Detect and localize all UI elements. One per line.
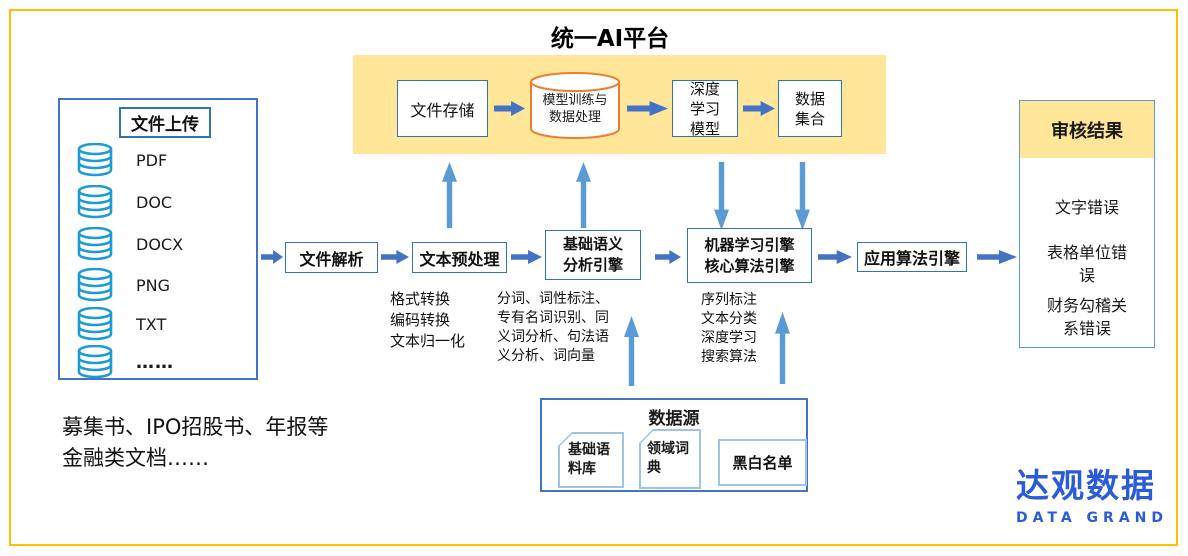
node-file-storage: 文件存储 [397,80,488,137]
logo-en-text: DATA GRAND [1016,510,1168,526]
upload-item-label: …… [136,351,174,373]
node-data-set: 数据集合 [778,80,842,137]
datagrand-logo: 达观数据 DATA GRAND [1016,459,1176,526]
node-file-parsing-label: 文件解析 [299,249,364,269]
node-file-storage-label: 文件存储 [410,100,475,120]
upload-item-label: PDF [136,150,168,170]
result-item-financial-errors: 财务勾稽关系错误 [1046,296,1127,338]
node-text-preprocess-label: 文本预处理 [419,249,500,269]
upload-item-label: PNG [136,275,171,295]
node-applied-engine: 应用算法引擎 [857,242,967,272]
note-preprocess: 格式转换 编码转换 文本归一化 [390,290,466,350]
database-icon [77,268,113,302]
note-semantic: 分词、词性标注、专有名词识别、同义词分析、句法语义分析、词向量 [497,291,609,364]
database-icon [77,227,113,261]
upload-item-row: …… [76,344,174,380]
datasource-box-blackwhitelist: 黑白名单 [718,439,807,486]
upload-panel-title: 文件上传 [131,115,199,135]
datasource-card-dictionary-label: 领域词典 [647,441,689,476]
upload-item-row: PNG [76,267,170,303]
datasource-panel: 数据源 基础语料库 领域词典 黑白名单 [540,398,808,492]
result-item-table-unit-errors: 表格单位错误 [1046,243,1127,285]
datasource-box-blackwhitelist-label: 黑白名单 [732,454,793,472]
upload-item-row: DOC [76,184,172,220]
node-model-training-label: 模型训练与数据处理 [542,93,608,125]
caption-document-types: 募集书、IPO招股书、年报等 金融类文档…… [62,415,329,470]
datasource-title: 数据源 [648,409,700,429]
upload-item-row: TXT [76,306,166,342]
datasource-card-corpus-label: 基础语料库 [568,442,610,477]
logo-cn-text: 达观数据 [1016,466,1156,505]
upload-panel: 文件上传 PDF DOC DOCX PNG TXT …… [58,98,258,380]
node-applied-engine-label: 应用算法引擎 [863,249,960,268]
node-deep-learning-model-label: 深度学习模型 [689,79,720,138]
upload-item-row: DOCX [76,226,183,262]
database-icon [77,185,113,219]
results-panel-header: 审核结果 [1020,101,1154,158]
upload-item-label: DOCX [136,234,184,254]
node-file-parsing: 文件解析 [285,242,378,273]
cylinder-icon [530,72,620,139]
note-ml-engine: 序列标注 文本分类 深度学习 搜索算法 [701,292,757,365]
datasource-card-dictionary: 领域词典 [639,429,701,489]
datasource-card-corpus: 基础语料库 [558,432,624,488]
upload-item-label: TXT [136,314,167,334]
database-icon [77,143,113,177]
node-ml-engine-label: 机器学习引擎核心算法引擎 [704,235,795,275]
result-item-text-errors: 文字错误 [1054,198,1119,217]
upload-item-label: DOC [136,192,173,212]
node-ml-engine: 机器学习引擎核心算法引擎 [687,228,812,283]
database-icon [77,307,113,341]
node-text-preprocess: 文本预处理 [412,242,507,273]
page-border [9,9,1178,546]
upload-item-row: PDF [76,142,167,178]
upload-panel-title-box: 文件上传 [119,107,211,138]
node-semantic-engine: 基础语义分析引擎 [545,230,641,280]
database-icon [77,345,113,379]
node-semantic-engine-label: 基础语义分析引擎 [562,235,623,274]
diagram-title: 统一AI平台 [550,26,670,52]
node-data-set-label: 数据集合 [794,89,825,128]
node-deep-learning-model: 深度学习模型 [672,79,738,138]
results-panel-title: 审核结果 [1051,120,1123,142]
node-model-training-cylinder: 模型训练与数据处理 [528,70,622,142]
results-panel: 审核结果 文字错误 表格单位错误 财务勾稽关系错误 [1019,100,1155,348]
